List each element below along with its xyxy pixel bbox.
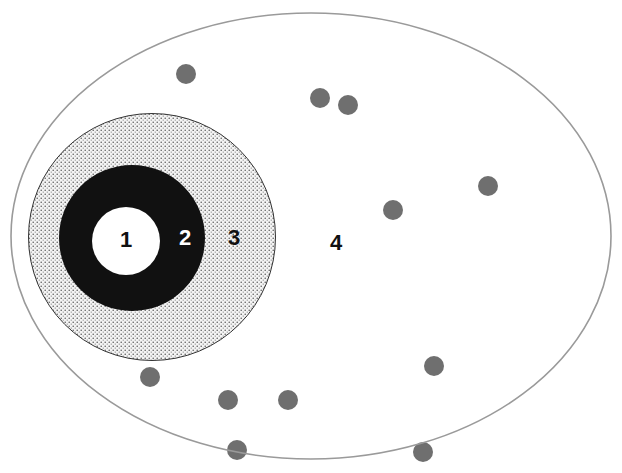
inner-core-circle: 1 — [92, 207, 160, 275]
ring-zone-circle-shape — [59, 165, 205, 311]
granule — [383, 200, 403, 220]
ring-zone-circle: 21 — [59, 165, 205, 311]
granule — [338, 95, 358, 115]
granule — [310, 88, 330, 108]
granule — [218, 390, 238, 410]
cell-outline: 4321 — [10, 12, 612, 460]
region-number: 4 — [330, 232, 342, 254]
region-number: 1 — [120, 229, 132, 251]
outer-zone-circle: 321 — [28, 113, 276, 361]
granule — [424, 356, 444, 376]
granule — [140, 367, 160, 387]
region-number: 3 — [228, 227, 240, 249]
granule — [278, 390, 298, 410]
inner-core-circle-shape — [92, 207, 160, 275]
granule — [176, 64, 196, 84]
region-number: 2 — [179, 227, 191, 249]
granule — [478, 176, 498, 196]
cell-outline-shape — [11, 13, 611, 459]
outer-zone-circle-shape — [29, 114, 276, 361]
